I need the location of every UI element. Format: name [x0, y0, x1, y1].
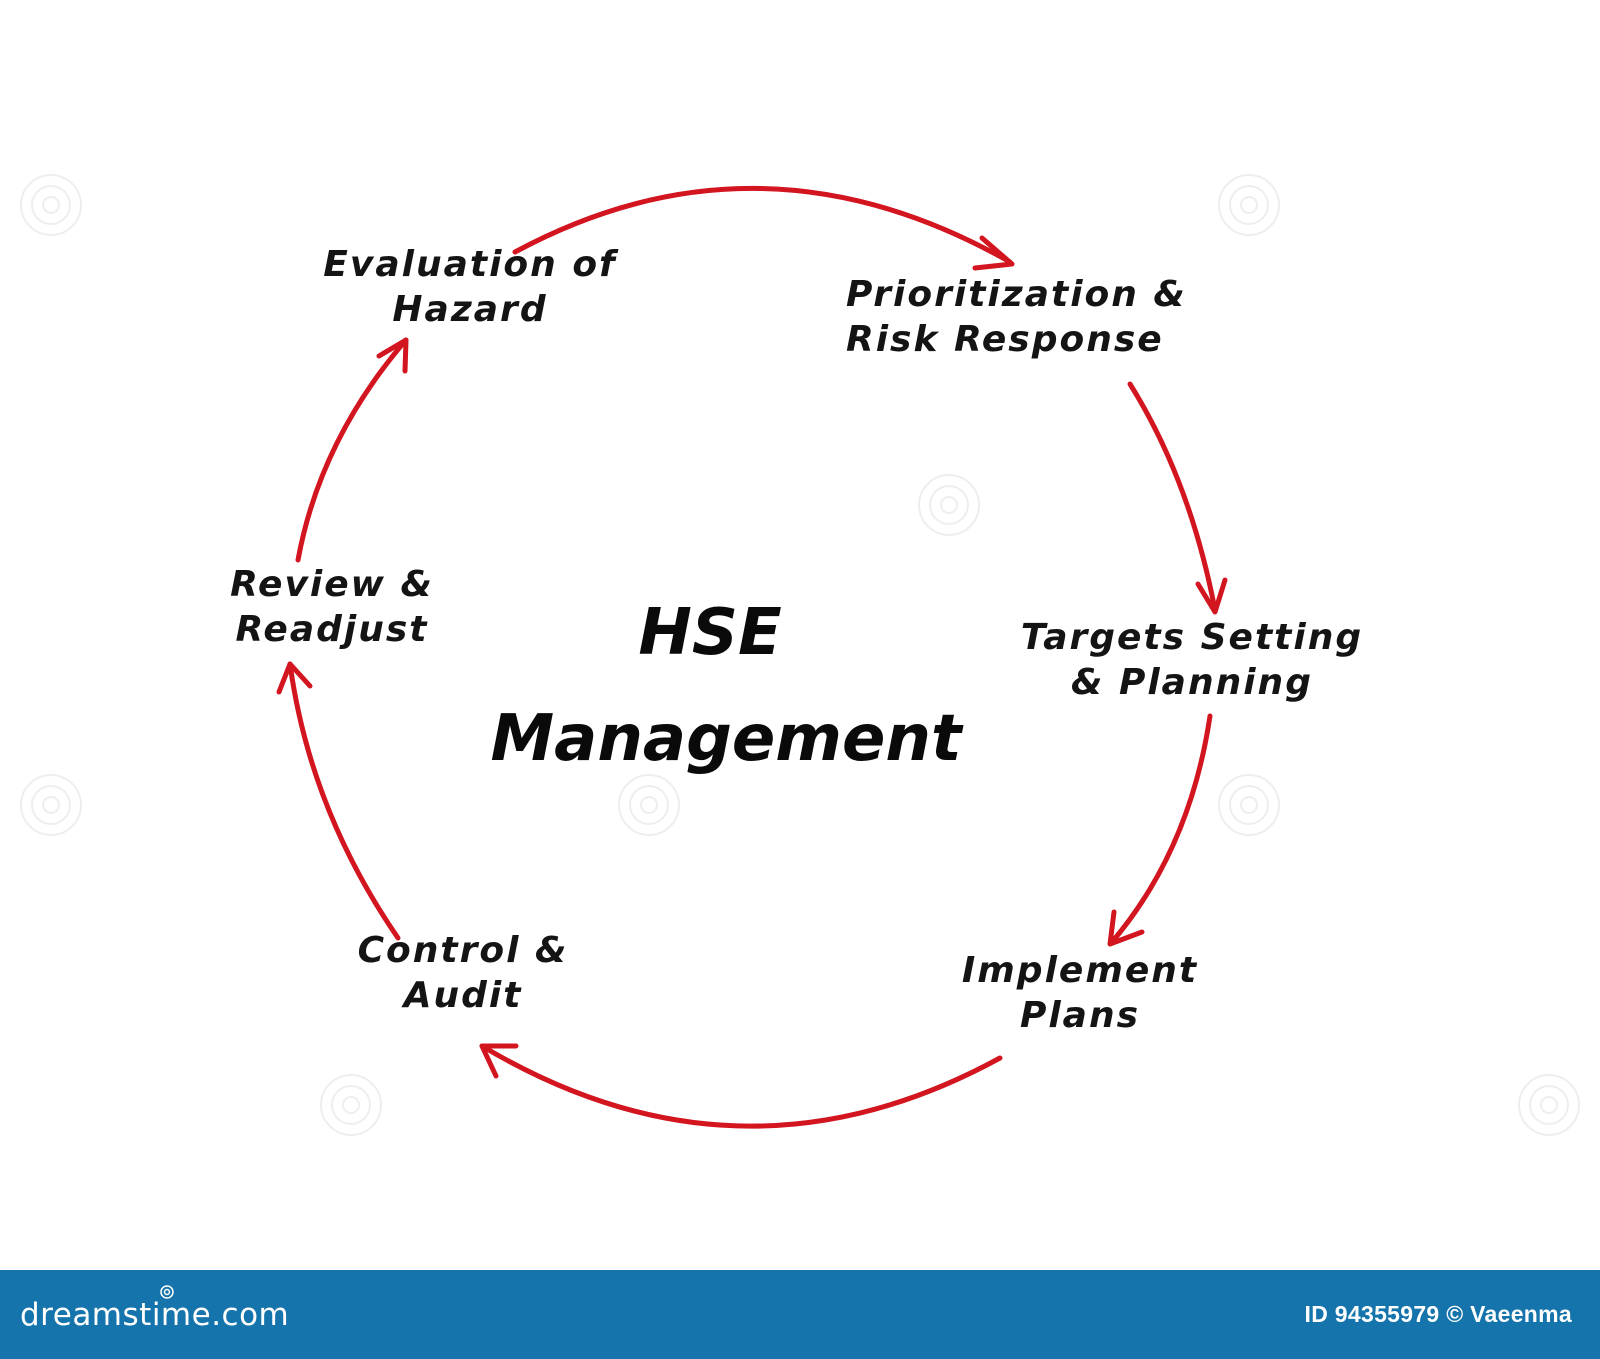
step-label-line2: Hazard	[392, 289, 548, 330]
watermark-logo-icon	[20, 174, 82, 236]
watermark-logo-icon	[1218, 174, 1280, 236]
arrow-implement-to-control	[479, 1043, 1003, 1129]
cycle-arrows	[276, 186, 1228, 1129]
brand-spiral-icon	[160, 1284, 174, 1299]
watermark-logo-icon	[1218, 774, 1280, 836]
diagram-canvas: Evaluation of Hazard Prioritization & Ri…	[20, 174, 1580, 1136]
arrow-prioritization-to-targets	[1127, 381, 1218, 613]
step-label-line1: Review &	[230, 564, 434, 605]
watermark-logo-icon	[1518, 1074, 1580, 1136]
step-label-line1: Evaluation of	[323, 244, 617, 285]
image-id-credit: ID 94355979 © Vaeenma	[1304, 1301, 1572, 1327]
arrowhead-icon	[1195, 577, 1228, 615]
step-label-line1: Control &	[357, 930, 569, 971]
brand-logo: dreamstime.com	[20, 1284, 290, 1333]
step-label-line2: Risk Response	[846, 319, 1164, 360]
step-label-line1: Targets Setting	[1020, 617, 1364, 658]
step-label-line2: & Planning	[1071, 662, 1313, 703]
arrow-targets-to-implement	[1109, 713, 1213, 945]
step-label-line2: Audit	[403, 975, 523, 1016]
watermark-logo-icon	[918, 474, 980, 536]
arrowhead-icon	[972, 235, 1015, 271]
step-label-line1: Prioritization &	[846, 274, 1187, 315]
arrowhead-icon	[1107, 909, 1145, 947]
watermark-logo-icon	[618, 774, 680, 836]
arrow-control-to-review	[287, 661, 401, 941]
footer-bar: dreamstime.com ID 94355979 © Vaeenma	[0, 1270, 1600, 1359]
arrowhead-icon	[479, 1043, 519, 1079]
step-targets-setting-planning: Targets Setting & Planning	[972, 615, 1412, 705]
arrow-review-to-evaluation	[295, 337, 409, 563]
center-title-line2: Management	[490, 702, 962, 776]
step-label-line2: Plans	[1019, 995, 1141, 1036]
step-implement-plans: Implement Plans	[920, 948, 1240, 1038]
step-evaluation-of-hazard: Evaluation of Hazard	[280, 242, 660, 332]
step-prioritization-risk-response: Prioritization & Risk Response	[846, 272, 1286, 362]
brand-name: dreamstime.com	[20, 1296, 290, 1333]
center-title-line1: HSE	[638, 596, 782, 670]
watermark-logo-icon	[320, 1074, 382, 1136]
step-control-audit: Control & Audit	[318, 928, 608, 1018]
arrow-evaluation-to-prioritization	[512, 186, 1013, 265]
step-review-readjust: Review & Readjust	[192, 562, 472, 652]
step-label-line1: Implement	[961, 950, 1199, 991]
arrowhead-icon	[376, 337, 409, 374]
watermark-logo-icon	[20, 774, 82, 836]
arrowhead-icon	[276, 661, 313, 695]
step-label-line2: Readjust	[235, 609, 429, 650]
